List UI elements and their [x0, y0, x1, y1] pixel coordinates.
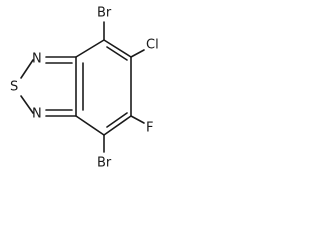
bond-n-top-s [20, 59, 34, 79]
atom-cl: Cl [146, 38, 159, 53]
atom-n-bottom: N [32, 107, 42, 122]
atom-n-top: N [32, 52, 42, 67]
bond-s-n-bottom [20, 95, 34, 114]
atom-s: S [10, 80, 18, 95]
bond-lines [20, 21, 145, 153]
bond-c6-f [130, 115, 145, 124]
atom-br-top: Br [97, 6, 112, 21]
bond-c6-c7-inner [106, 112, 128, 128]
bond-c3a-c4 [75, 39, 105, 58]
bond-c5-cl [130, 49, 145, 58]
bond-c5-c5-inner [106, 46, 128, 61]
atom-labels: Br Cl F Br N S N [10, 6, 159, 171]
bond-c7-c7a [75, 115, 105, 136]
bond-c6-c7 [103, 115, 132, 136]
atom-f: F [146, 121, 153, 136]
atom-br-bottom: Br [97, 156, 112, 171]
bond-c4-c5 [103, 39, 132, 58]
molecule-structure: Br Cl F Br N S N [10, 6, 159, 171]
